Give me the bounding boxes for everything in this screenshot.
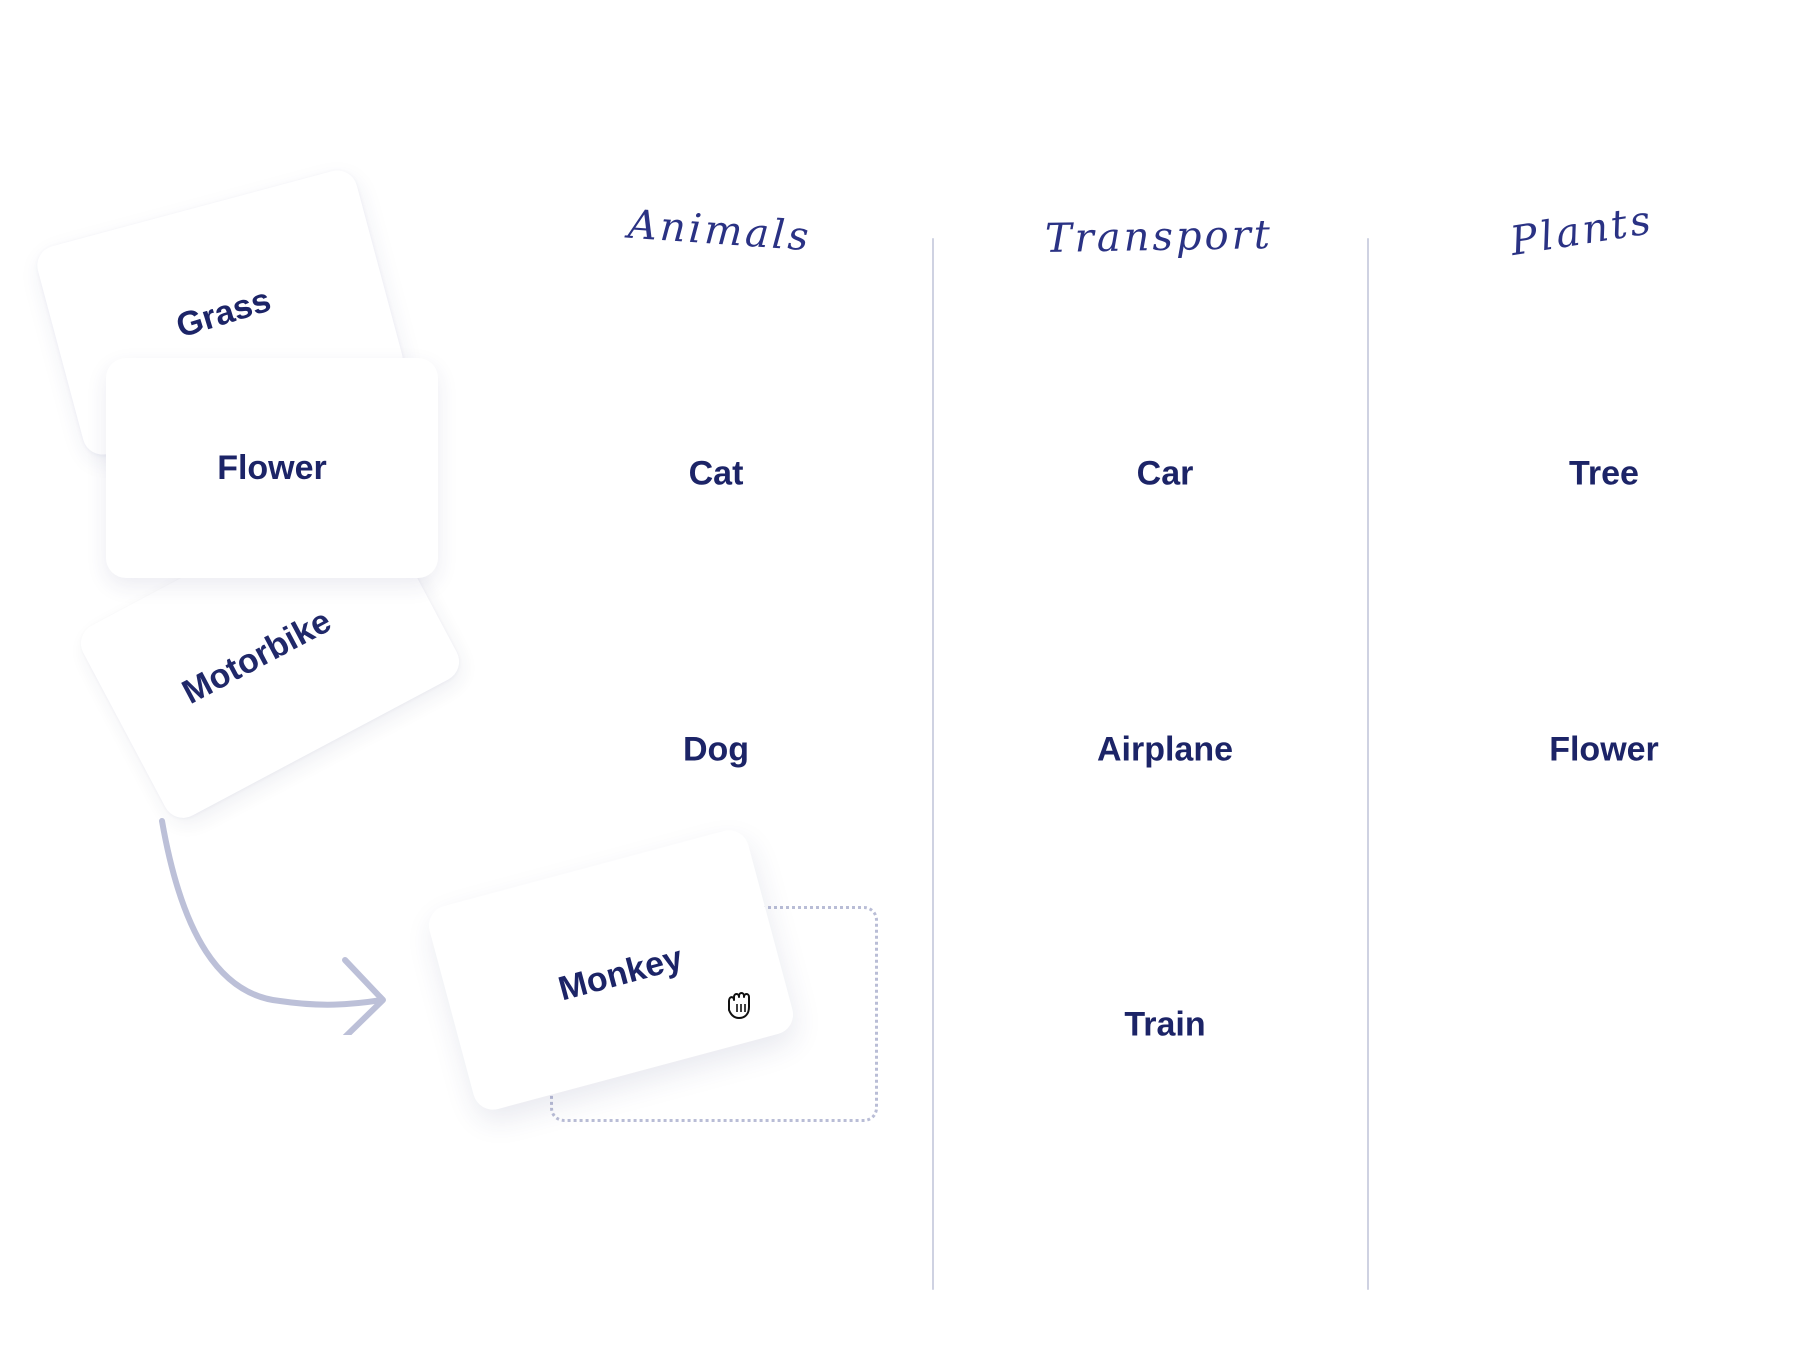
column-title-plants: Plants [1507,197,1657,265]
card-label: Monkey [554,938,687,1009]
grab-hand-icon [728,992,750,1019]
curved-arrow-icon [159,818,386,1035]
sorted-item-car[interactable]: Car [1136,454,1194,493]
sorted-item-train[interactable]: Train [1124,1005,1206,1044]
sorted-item-cat[interactable]: Cat [688,454,744,493]
column-title-transport: Transport [1044,212,1274,262]
column-divider [1367,238,1369,1290]
card-label: Flower [217,448,327,487]
card-flower[interactable]: Flower [106,358,438,578]
sorted-item-airplane[interactable]: Airplane [1096,730,1234,769]
column-divider [932,238,934,1290]
card-label: Motorbike [176,601,338,712]
sorted-item-flower[interactable]: Flower [1549,730,1659,769]
sorted-item-tree[interactable]: Tree [1569,454,1639,493]
sorted-item-dog[interactable]: Dog [682,730,750,769]
card-label: Grass [171,280,276,346]
column-title-animals: Animals [626,201,813,261]
